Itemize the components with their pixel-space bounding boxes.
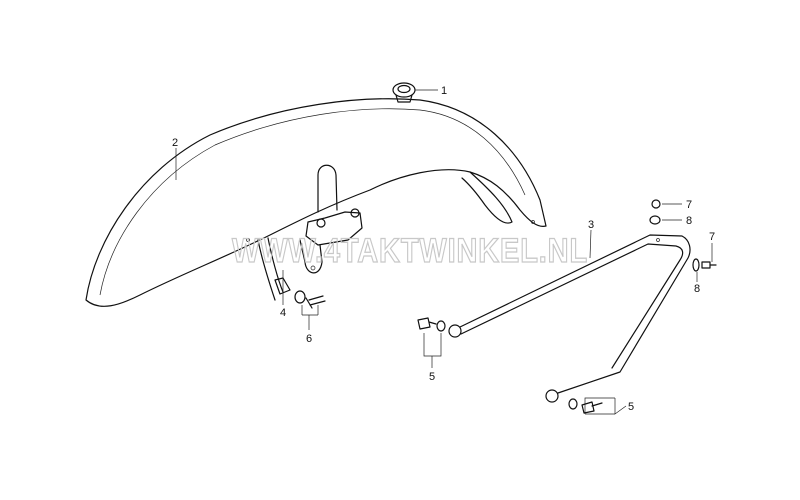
front-fender [85,98,547,307]
callout-7: 7 [709,231,715,243]
hardware [274,199,717,414]
callout-5: 5 [628,401,634,413]
callout-6: 6 [306,333,312,345]
leader-lines [175,89,713,415]
callout-7: 7 [686,199,692,211]
callout-5: 5 [429,371,435,383]
callout-1: 1 [441,85,447,97]
callout-8: 8 [694,283,700,295]
fender-stay-part-3 [448,234,691,403]
callout-8: 8 [686,215,692,227]
callout-2: 2 [172,137,178,149]
callout-3: 3 [588,219,594,231]
watermark: WWW.4TAKTWINKEL.NL [232,232,588,270]
callout-4: 4 [280,307,286,319]
